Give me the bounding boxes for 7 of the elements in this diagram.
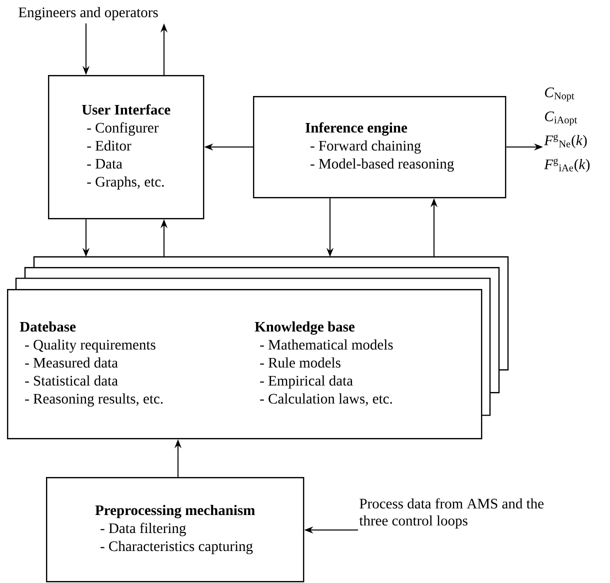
text-label: Process data from AMS and the three control loops: [359, 498, 544, 528]
process-box: User Interface - Configurer - Editor - Data - Graphs, etc.: [48, 75, 204, 220]
process-box: Inference engine - Forward chaining - Model-based reasoning: [253, 96, 506, 198]
text-label: Engineers and operators: [18, 7, 158, 20]
text-label: C$_{Nopt}$ C$_{iAopt}$ F$^{g}$$_{Ne}$(k) F$^{g}$$_{iAe}$(k): [544, 88, 590, 172]
stacked-box: Datebase - Quality requirements - Measured data - Statistical data - Reasoning results, etc. Knowledge base - Mathematical models - Rule models - Empirical data - Calculation laws, etc.: [7, 256, 509, 440]
process-box: Preprocessing mechanism - Data filtering - Characteristics capturing: [46, 477, 304, 582]
